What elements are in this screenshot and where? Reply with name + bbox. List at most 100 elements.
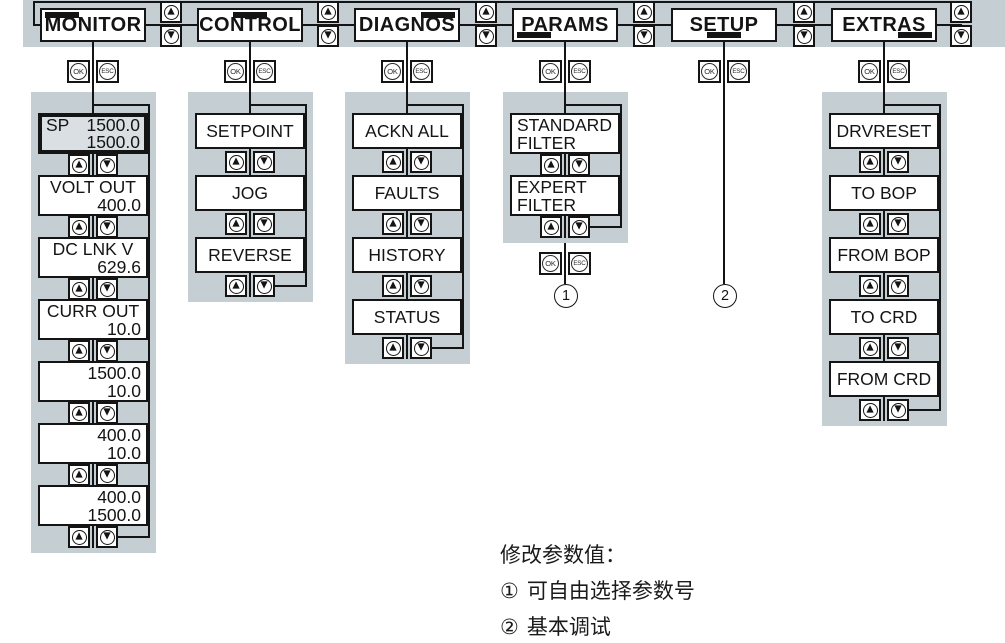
up-arrow-button: ▲ bbox=[540, 154, 562, 176]
ok-button: OK bbox=[224, 60, 247, 83]
down-arrow-icon: ▼ bbox=[413, 278, 429, 294]
tab-indicator bbox=[421, 12, 455, 18]
note-text-1: 可自由选择参数号 bbox=[526, 580, 695, 603]
item-label: FROM CRD bbox=[836, 369, 932, 389]
esc-button: ESC bbox=[568, 60, 591, 83]
menu-label: PARAMS bbox=[521, 13, 609, 36]
item-value2: 10.0 bbox=[106, 443, 141, 463]
up-arrow-glyph: ▲ bbox=[75, 530, 83, 542]
down-arrow-glyph: ▼ bbox=[894, 155, 902, 167]
down-arrow-icon: ▼ bbox=[320, 28, 336, 44]
down-arrow-button: ▼ bbox=[410, 337, 432, 359]
menu-nav-arrows: ▲▼ bbox=[633, 1, 655, 47]
up-arrow-glyph: ▲ bbox=[75, 158, 83, 170]
up-arrow-glyph: ▲ bbox=[866, 341, 874, 353]
menu-down-button: ▼ bbox=[793, 25, 815, 47]
note-line-2: ② 基本调试 bbox=[500, 610, 695, 643]
submenu-item-jog: JOG bbox=[195, 175, 305, 211]
ok-button: OK bbox=[381, 60, 404, 83]
menu-down-button: ▼ bbox=[633, 25, 655, 47]
scroll-arrows: ▲▼ bbox=[382, 275, 432, 297]
up-arrow-glyph: ▲ bbox=[324, 5, 332, 17]
down-arrow-glyph: ▼ bbox=[103, 158, 111, 170]
menu-label: SETUP bbox=[689, 13, 759, 36]
up-arrow-glyph: ▲ bbox=[75, 220, 83, 232]
connector-line bbox=[33, 1, 962, 3]
note-text-2: 基本调试 bbox=[526, 616, 611, 639]
down-arrow-button: ▼ bbox=[568, 216, 590, 238]
down-arrow-button: ▼ bbox=[96, 526, 118, 548]
esc-button-label: ESC bbox=[99, 63, 116, 80]
scroll-arrows: ▲▼ bbox=[68, 464, 118, 486]
down-arrow-button: ▼ bbox=[410, 213, 432, 235]
notes-title: 修改参数值： bbox=[500, 544, 626, 567]
item-label: FAULTS bbox=[374, 183, 440, 203]
menu-label: DIAGNOS bbox=[358, 13, 456, 36]
menu-tab-setup: SETUP bbox=[671, 8, 777, 42]
up-arrow-icon: ▲ bbox=[385, 278, 401, 294]
item-value: 400.0 bbox=[97, 425, 141, 445]
up-arrow-button: ▲ bbox=[68, 154, 90, 176]
esc-button: ESC bbox=[96, 60, 119, 83]
up-arrow-icon: ▲ bbox=[385, 216, 401, 232]
up-arrow-icon: ▲ bbox=[228, 278, 244, 294]
menu-label: MONITOR bbox=[44, 13, 142, 36]
item-label: TO BOP bbox=[851, 183, 917, 203]
connector-line bbox=[407, 104, 464, 106]
down-arrow-glyph: ▼ bbox=[894, 279, 902, 291]
up-arrow-icon: ▲ bbox=[71, 157, 87, 173]
esc-button-label: ESC bbox=[413, 63, 430, 80]
scroll-arrows: ▲▼ bbox=[68, 278, 118, 300]
up-arrow-glyph: ▲ bbox=[389, 155, 397, 167]
menu-up-button: ▲ bbox=[475, 1, 497, 23]
down-arrow-glyph: ▼ bbox=[103, 406, 111, 418]
menu-up-button: ▲ bbox=[633, 1, 655, 23]
note-ref-2: ② bbox=[500, 616, 519, 639]
esc-button: ESC bbox=[253, 60, 276, 83]
connector-line bbox=[884, 104, 941, 106]
up-arrow-icon: ▲ bbox=[71, 467, 87, 483]
menu-nav-arrows: ▲▼ bbox=[475, 1, 497, 47]
connector-line bbox=[92, 42, 94, 548]
down-arrow-button: ▼ bbox=[568, 154, 590, 176]
up-arrow-glyph: ▲ bbox=[232, 217, 240, 229]
connector-line bbox=[909, 409, 941, 411]
callout-2-number: 2 bbox=[720, 288, 730, 304]
up-arrow-button: ▲ bbox=[859, 337, 881, 359]
up-arrow-button: ▲ bbox=[68, 464, 90, 486]
item-label: HISTORY bbox=[368, 245, 446, 265]
ok-button: OK bbox=[67, 60, 90, 83]
esc-button-label: ESC bbox=[256, 63, 273, 80]
down-arrow-glyph: ▼ bbox=[417, 217, 425, 229]
up-arrow-icon: ▲ bbox=[543, 219, 559, 235]
up-arrow-glyph: ▲ bbox=[866, 279, 874, 291]
down-arrow-icon: ▼ bbox=[256, 216, 272, 232]
down-arrow-glyph: ▼ bbox=[482, 29, 490, 41]
ok-button-label: OK bbox=[70, 63, 87, 80]
down-arrow-glyph: ▼ bbox=[103, 282, 111, 294]
up-arrow-button: ▲ bbox=[225, 275, 247, 297]
submenu-item-to-bop: TO BOP bbox=[829, 175, 939, 211]
menu-tab-control: CONTROL bbox=[197, 8, 303, 42]
down-arrow-glyph: ▼ bbox=[894, 341, 902, 353]
down-arrow-icon: ▼ bbox=[99, 467, 115, 483]
submenu-item-ackn-all: ACKN ALL bbox=[352, 113, 462, 149]
esc-button: ESC bbox=[727, 60, 750, 83]
up-arrow-button: ▲ bbox=[68, 216, 90, 238]
esc-button-label: ESC bbox=[890, 63, 907, 80]
connector-line bbox=[590, 226, 622, 228]
connector-line bbox=[462, 104, 464, 349]
item-value2: 10.0 bbox=[106, 319, 141, 339]
item-value2: 10.0 bbox=[106, 381, 141, 401]
menu-nav-arrows: ▲▼ bbox=[317, 1, 339, 47]
tab-indicator bbox=[233, 12, 267, 18]
connector-line bbox=[939, 104, 941, 411]
down-arrow-icon: ▼ bbox=[413, 340, 429, 356]
item-line1: EXPERT bbox=[517, 177, 587, 197]
up-arrow-icon: ▲ bbox=[796, 4, 812, 20]
